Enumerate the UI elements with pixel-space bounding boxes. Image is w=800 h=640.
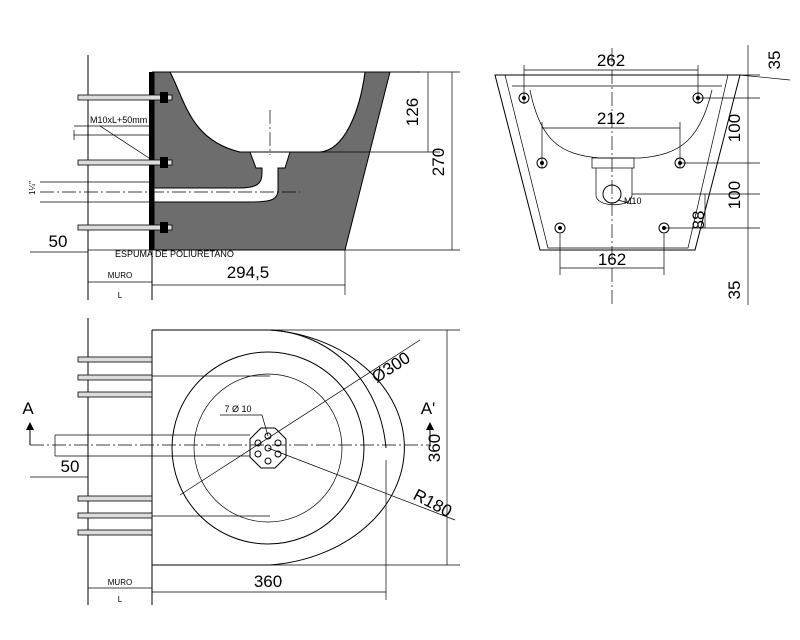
rod-nut-lower [160,222,168,233]
section-arrowhead-a2 [426,422,434,430]
plan-rod-4 [77,495,153,502]
side-view: 1¼" M10xL+50mm 126 270 ESPUMA DE POLIURE… [28,55,460,300]
dim-262: 262 [597,51,625,70]
leader-35-top [739,74,791,81]
dim-100-upper: 100 [725,114,744,142]
plan-rod-5 [77,512,153,519]
dim-radius: R180 [410,485,455,521]
front-drain-body [595,168,633,206]
diameter-line [179,339,421,496]
thread-leader [617,199,633,205]
foam-label: ESPUMA DE POLIURETANO [115,249,234,259]
dim-162: 162 [598,250,626,269]
plan-drain-holes [254,432,282,465]
drain-hole-7 [264,457,272,465]
holes-leader-diag [261,414,269,437]
drain-hole-5 [254,450,262,458]
rod-middle [77,159,173,166]
wall-label: MURO [108,271,132,280]
radius-line [267,447,456,521]
rod-nut-middle [160,157,168,168]
plan-rods [77,356,153,536]
dim-294-5: 294,5 [227,263,270,282]
section-label-a: A [22,399,34,418]
plan-rod-1 [77,356,153,363]
holes-label: 7 Ø 10 [224,404,251,414]
plan-outer-arc [152,329,405,566]
drain-dim-label: 1¼" [28,181,37,195]
dim-diameter: Ø300 [368,348,413,387]
dim-270: 270 [429,148,448,176]
plan-wall-L-label: L [118,595,123,604]
plan-rod-3 [77,391,153,398]
drain-hole-6 [274,450,282,458]
section-arrowhead-a [26,422,34,430]
dim-88: 88 [689,211,708,230]
rod-lower [77,224,173,231]
dim-35-top: 35 [765,51,784,70]
wall-L-label: L [118,291,123,300]
rod-label-leader-diag [99,125,153,161]
dim-35-bottom: 35 [725,281,744,300]
bolt-hole-bl [554,222,566,234]
rod-upper [77,94,173,101]
mounting-rods [77,92,173,233]
front-view: 262 212 162 M10 35 100 100 88 35 [494,45,791,305]
thread-label: M10 [624,196,642,206]
rod-label: M10xL+50mm [90,115,147,125]
dim-360-horizontal: 360 [254,572,282,591]
rod-nut-upper [160,92,168,103]
dim-126: 126 [403,98,422,126]
dim-50: 50 [49,232,68,251]
dim-100-lower: 100 [725,181,744,209]
plan-view: 7 Ø 10 Ø300 R180 A A' 50 [22,318,460,605]
plan-circle-inner [193,373,343,523]
bolt-hole-bl-dot [558,226,562,230]
drain-hole-3 [274,439,282,447]
dim-360-vertical: 360 [425,434,444,462]
front-drain-top [591,157,635,169]
dim-212: 212 [597,109,625,128]
plan-wall-label: MURO [108,578,132,587]
plan-circle-outer [171,351,365,545]
plan-outer-arc-upper [269,329,387,449]
plan-rod-2 [77,374,153,381]
section-label-a2: A' [421,399,436,418]
plan-dim-50: 50 [61,457,80,476]
front-inner-outline [504,74,729,249]
plan-rod-6 [77,529,153,536]
